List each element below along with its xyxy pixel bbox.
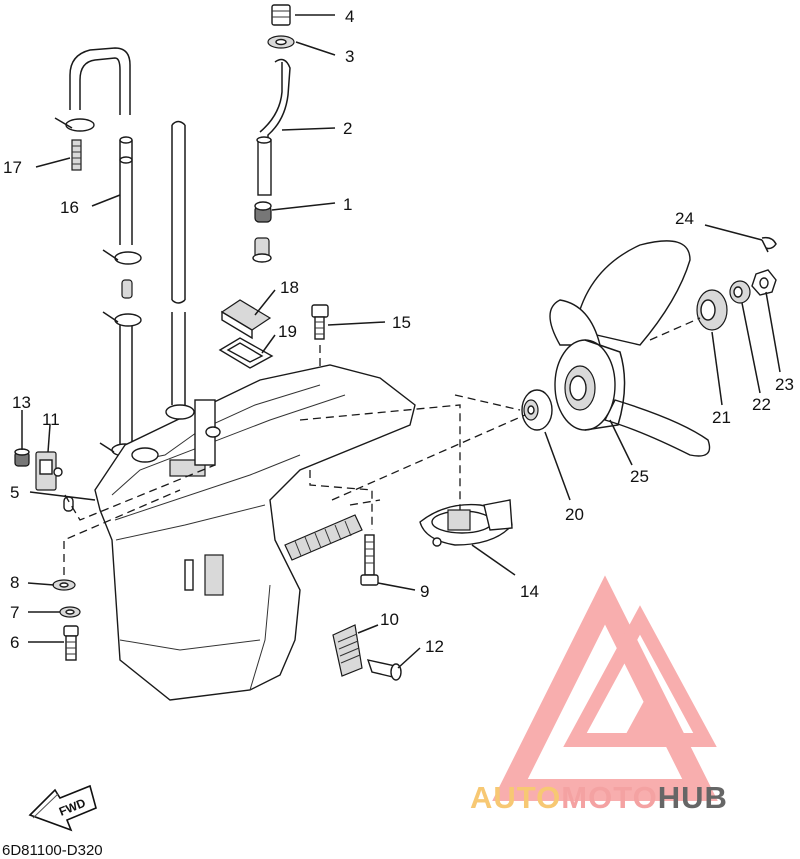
watermark-logo-mark (492, 575, 718, 801)
callout-24: 24 (675, 209, 694, 228)
lower-unit-housing (94, 364, 416, 701)
part-6-bolt (63, 625, 79, 661)
part-22-washer (729, 280, 751, 304)
watermark-text-auto: AUTO (470, 780, 561, 815)
water-tube-assembly (54, 47, 142, 457)
part-19-plate (218, 337, 274, 369)
watermark-text: AUTOMOTOHUB (470, 780, 728, 815)
callout-4: 4 (345, 7, 354, 26)
callout-16: 16 (60, 198, 79, 217)
callout-9: 9 (420, 582, 429, 601)
callout-numbers: 1 2 3 4 5 6 7 8 9 10 11 12 13 14 15 16 1… (3, 7, 794, 656)
part-20-thrust-washer (521, 389, 553, 431)
callout-6: 6 (10, 633, 19, 652)
bolt-9 (360, 534, 379, 586)
part-5-pin (63, 496, 74, 512)
leader-lines (21, 14, 781, 669)
part-10-trim-tab (332, 624, 363, 677)
part-18-block (220, 299, 272, 340)
callout-15: 15 (392, 313, 411, 332)
part-21-spacer (696, 289, 728, 331)
callout-14: 14 (520, 582, 539, 601)
part-11-bracket (35, 451, 63, 491)
diagram-code: 6D81100-D320 (2, 842, 103, 859)
callout-8: 8 (10, 573, 19, 592)
assembly-lines (63, 317, 701, 575)
shift-rod-assembly (252, 4, 295, 263)
callout-19: 19 (278, 322, 297, 341)
part-13-nut (14, 448, 30, 467)
drive-shaft (171, 120, 186, 405)
part-23-nut (751, 269, 777, 296)
propeller-shaft (284, 514, 363, 561)
callout-21: 21 (712, 408, 731, 427)
callout-20: 20 (565, 505, 584, 524)
callout-5: 5 (10, 483, 19, 502)
part-8-washer (52, 579, 76, 591)
callout-1: 1 (343, 195, 352, 214)
watermark-text-moto: MOTO (561, 780, 657, 815)
callout-23: 23 (775, 375, 794, 394)
bolt-17 (71, 139, 82, 171)
part-25-propeller (549, 240, 711, 457)
callout-13: 13 (12, 393, 31, 412)
callout-17: 17 (3, 158, 22, 177)
part-7-washer (59, 606, 81, 618)
part-24-cotter-pin (761, 236, 777, 253)
callout-2: 2 (343, 119, 352, 138)
callout-25: 25 (630, 467, 649, 486)
callout-7: 7 (10, 603, 19, 622)
callout-12: 12 (425, 637, 444, 656)
fwd-arrow-icon: FWD (28, 784, 97, 832)
callout-11: 11 (42, 410, 60, 429)
part-12-screw (366, 659, 402, 681)
watermark-text-hub: HUB (658, 780, 728, 815)
part-14-anode (419, 499, 513, 547)
callout-22: 22 (752, 395, 771, 414)
callout-18: 18 (280, 278, 299, 297)
callout-3: 3 (345, 47, 354, 66)
callout-10: 10 (380, 610, 399, 629)
